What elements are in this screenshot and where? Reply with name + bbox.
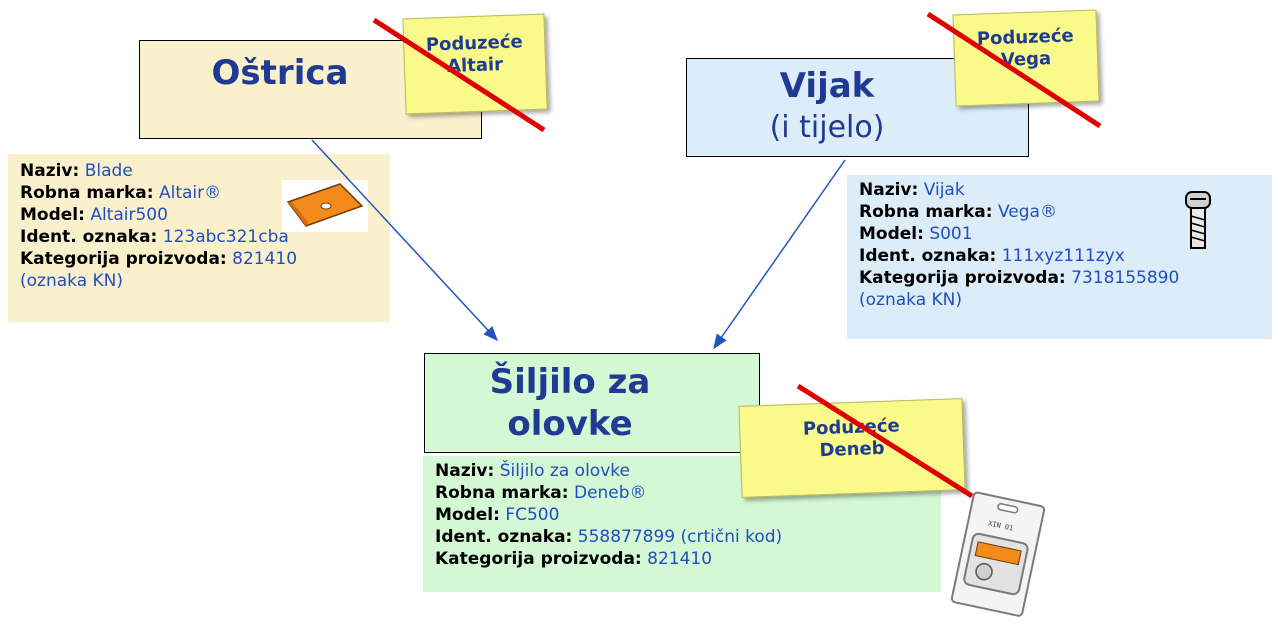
info-value: 123abc321cba [162,227,289,247]
info-row: Naziv: Šiljilo za olovke [435,460,941,482]
info-label: Kategorija proizvoda: [435,549,642,569]
component-screw-subtitle: (i tijelo) [769,110,885,145]
info-label: Model: [435,505,500,525]
info-value: Šiljilo za olovke [499,461,630,481]
info-extra: (oznaka KN) [859,290,963,310]
info-label: Ident. oznaka: [435,527,573,547]
strike-deneb [796,383,974,499]
strike-altair [372,17,546,133]
component-screw-title: Vijak [779,66,875,106]
info-label: Robna marka: [859,202,993,222]
info-value: 558877899 (crtični kod) [577,527,783,547]
arrow-screw-to-product [713,159,846,350]
info-value: Vijak [923,180,965,200]
info-label: Model: [20,205,85,225]
strike-vega [926,11,1102,129]
info-row: Kategorija proizvoda: 821410 [435,548,941,570]
product-box: Šiljilo za olovke [424,353,760,453]
info-row: Robna marka: Vega® [859,201,1272,223]
info-extra: (oznaka KN) [20,271,124,291]
blade-icon [282,180,368,232]
info-row: Model: S001 [859,223,1272,245]
info-label: Ident. oznaka: [859,246,997,266]
info-label: Ident. oznaka: [20,227,158,247]
info-label: Model: [859,224,924,244]
info-row: Kategorija proizvoda: 821410 [20,248,390,270]
info-value: 7318155890 [1071,268,1180,288]
info-value: Altair® [158,183,222,203]
component-blade-title: Oštrica [211,53,349,93]
info-label: Robna marka: [20,183,154,203]
pencil-sharpener-package-icon: XIN 01 [942,488,1052,620]
info-label: Naziv: [20,161,80,181]
info-value: Altair500 [90,205,168,225]
screw-icon [1183,190,1213,252]
info-label: Naziv: [859,180,919,200]
product-title-line1: Šiljilo za [489,362,651,402]
product-title-line2: olovke [507,404,633,444]
info-row: Ident. oznaka: 111xyz111zyx [859,245,1272,267]
info-row: Naziv: Blade [20,160,390,182]
info-row: Robna marka: Altair® [20,182,390,204]
info-value: S001 [929,224,973,244]
info-label: Kategorija proizvoda: [859,268,1066,288]
component-screw-info: Naziv: Vijak Robna marka: Vega® Model: S… [847,175,1272,339]
component-blade-info: Naziv: Blade Robna marka: Altair® Model:… [8,154,390,322]
info-value: Blade [84,161,133,181]
info-value: Deneb® [573,483,647,503]
info-label: Naziv: [435,461,495,481]
info-row: Naziv: Vijak [859,179,1272,201]
info-value: FC500 [505,505,560,525]
info-label: Robna marka: [435,483,569,503]
component-screw-box: Vijak (i tijelo) [686,58,1029,157]
info-label: Kategorija proizvoda: [20,249,227,269]
info-row: Model: FC500 [435,504,941,526]
arrow-blade-to-product [311,139,499,342]
info-value: 111xyz111zyx [1001,246,1125,266]
info-row: Ident. oznaka: 558877899 (crtični kod) [435,526,941,548]
info-row: Kategorija proizvoda: 7318155890 [859,267,1272,289]
info-row: Robna marka: Deneb® [435,482,941,504]
info-value: 821410 [232,249,298,269]
info-row: Ident. oznaka: 123abc321cba [20,226,390,248]
info-value: Vega® [997,202,1057,222]
info-value: 821410 [647,549,713,569]
info-row: Model: Altair500 [20,204,390,226]
